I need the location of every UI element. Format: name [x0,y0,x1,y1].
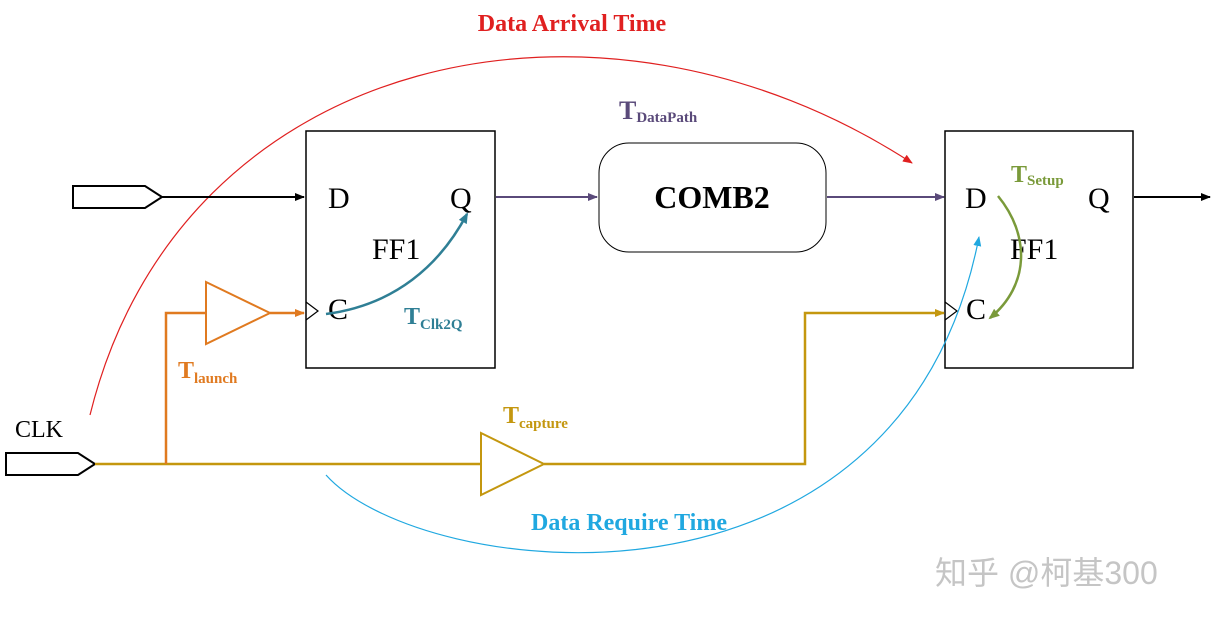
launch-buffer [205,280,273,346]
ff-right-clock-triangle [944,301,958,321]
clk2q-arc [325,212,469,316]
comb-box [598,142,827,253]
clk-input-port [5,452,97,476]
ff-right-name: FF1 [1010,233,1058,266]
ff-right-c-label: C [966,293,986,326]
clk2q-label: TClk2Q [404,304,463,333]
launch-label: Tlaunch [178,358,238,387]
ff-left-clock-triangle [305,301,319,321]
ff-right-d-label: D [965,182,987,215]
capture-label: Tcapture [503,403,568,432]
comb-label: COMB2 [654,179,770,215]
data-arrival-title: Data Arrival Time [478,11,667,37]
datapath-label: TDataPath [619,96,698,126]
ff-left-q-label: Q [450,182,472,215]
ff-left-name: FF1 [372,233,420,266]
data-arrival-arc [89,56,913,416]
ff-right-q-label: Q [1088,182,1110,215]
clk-label: CLK [15,417,64,443]
data-require-arc [325,236,982,554]
capture-buffer [480,431,547,497]
setup-label: TSetup [1011,162,1064,189]
data-input-port [72,185,164,209]
ff-left-box [305,130,496,369]
capture-wire [544,309,945,466]
launch-branch-wire [164,311,206,464]
setup-arc [988,195,1023,320]
ff-left-d-label: D [328,182,350,215]
ff-left-c-label: C [328,293,348,326]
watermark: 知乎 @柯基300 [935,555,1158,591]
data-require-title: Data Require Time [531,510,727,536]
